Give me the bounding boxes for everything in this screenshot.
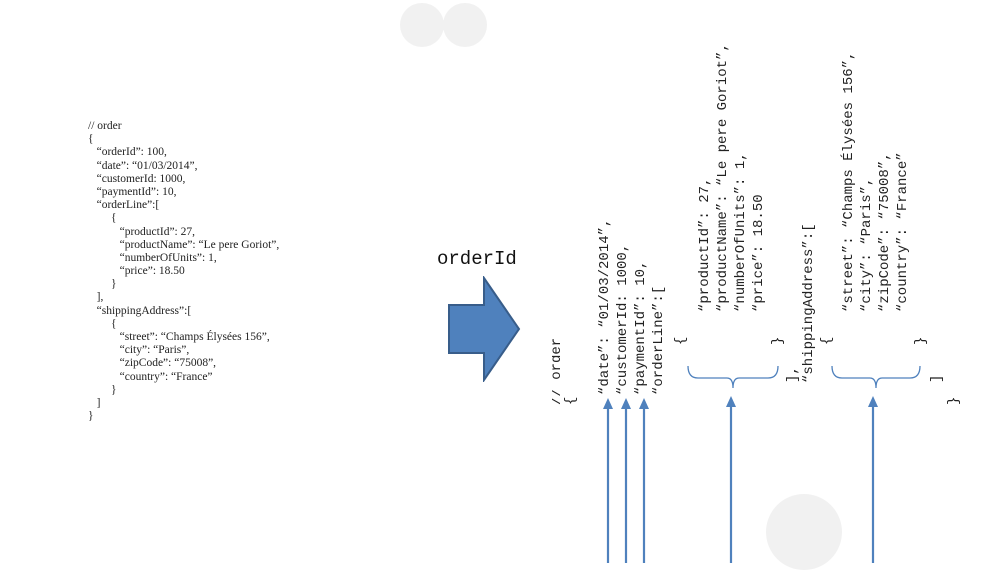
rotated-json-sa-close: } <box>913 337 929 345</box>
rotated-json-ol-end: ], <box>785 366 801 383</box>
rotated-json-sa-end: ] <box>929 375 945 383</box>
json-line: } <box>88 383 117 396</box>
json-line: } <box>88 410 94 423</box>
json-line: “customerId: 1000, <box>88 172 186 185</box>
rotated-json-date: “date”: “01/03/2014”, <box>597 219 613 395</box>
rotated-json-close-brace: } <box>946 397 962 405</box>
object-brace <box>687 365 779 389</box>
rotated-json-sa-open: { <box>819 337 835 345</box>
rotated-json-customer: “customerId: 1000, <box>615 244 631 395</box>
rotated-json-order-line: “orderLine”:[ <box>651 286 667 395</box>
rotated-json-ol-open: { <box>673 337 689 345</box>
right-arrow-icon <box>448 276 521 382</box>
pointer-arrowhead-icon <box>726 396 736 407</box>
json-line: ], <box>88 291 104 304</box>
json-line: “productId”: 27, <box>88 225 195 238</box>
arrow-shape <box>448 276 521 382</box>
object-brace <box>831 365 921 389</box>
pointer-arrowhead-icon <box>868 396 878 407</box>
json-line: “date”: “01/03/2014”, <box>88 159 198 172</box>
rotated-json-open-brace: { <box>563 397 579 405</box>
rotated-json-price: “price”: 18.50 <box>751 194 767 312</box>
json-line: { <box>88 317 117 330</box>
rotated-json-units: “numberOfUnits”: 1, <box>733 152 749 312</box>
json-line: “shippingAddress”:[ <box>88 304 192 317</box>
rotated-json-street: “street”: “Champs Élysées 156”, <box>839 52 857 312</box>
rotated-json-city: “city”: “Paris”, <box>859 178 875 312</box>
decorative-circle <box>400 3 444 47</box>
json-line: “country”: “France” <box>88 370 213 383</box>
pointer-arrowhead-icon <box>621 398 631 409</box>
json-line: “city”: “Paris”, <box>88 344 190 357</box>
rotated-json-country: “country”: “France” <box>895 152 911 312</box>
rotated-json-zip: “zipCode”: “75008”, <box>877 152 893 312</box>
json-line: “orderId”: 100, <box>88 146 167 159</box>
json-line: { <box>88 212 117 225</box>
json-line: ] <box>88 396 101 409</box>
rotated-json-product-id: “productId”: 27, <box>697 178 713 312</box>
pointer-arrowhead-icon <box>603 398 613 409</box>
json-line: “orderLine”:[ <box>88 199 160 212</box>
json-line: // order <box>88 120 122 132</box>
arrow-label: orderId <box>437 248 517 270</box>
json-line: “price”: 18.50 <box>88 265 185 278</box>
json-line: { <box>88 133 94 146</box>
rotated-json-shipping: “shippingAddress”:[ <box>801 223 817 383</box>
decorative-circle <box>443 3 487 47</box>
json-line: “zipCode”: “75008”, <box>88 357 217 370</box>
rotated-json-panel: // order{“date”: “01/03/2014”,“customerI… <box>552 0 999 573</box>
json-line: “numberOfUnits”: 1, <box>88 251 217 264</box>
rotated-json-ol-close: } <box>770 337 786 345</box>
rotated-json-product-name: “productName”: “Le pere Goriot”, <box>715 43 731 312</box>
pointer-arrowhead-icon <box>639 398 649 409</box>
rotated-json-comment: // order <box>552 338 565 405</box>
rotated-json-payment: “paymentId”: 10, <box>633 261 649 395</box>
decorative-circle <box>766 494 842 570</box>
json-line: } <box>88 278 117 291</box>
json-line: “productName”: “Le pere Goriot”, <box>88 238 280 251</box>
json-order-document: // order{ “orderId”: 100, “date”: “01/03… <box>88 120 279 423</box>
rotated-json-svg: // order{“date”: “01/03/2014”,“customerI… <box>552 43 962 563</box>
json-line: “paymentId”: 10, <box>88 185 177 198</box>
json-line: “street”: “Champs Élysées 156”, <box>88 331 270 343</box>
